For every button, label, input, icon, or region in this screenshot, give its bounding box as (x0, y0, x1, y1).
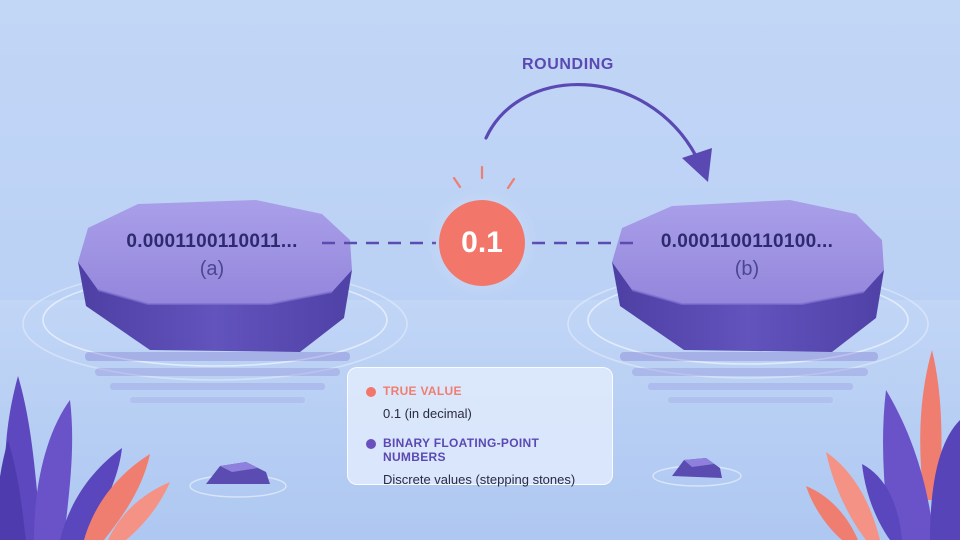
reflection-stone-b (620, 352, 878, 403)
plant-left (0, 376, 170, 540)
true-value-dot-icon (366, 387, 376, 397)
stone-a-label: (a) (199, 258, 225, 280)
rounding-arrow (484, 83, 712, 182)
legend-row-true-value: TRUE VALUE 0.1 (in decimal) (364, 384, 596, 421)
legend: TRUE VALUE 0.1 (in decimal) BINARY FLOAT… (347, 367, 613, 487)
sparkle-rays (452, 165, 516, 190)
reflection-stone-a (85, 352, 350, 403)
small-stone-right (652, 458, 742, 487)
stone-b-label: (b) (734, 258, 760, 280)
true-value-number: 0.1 (461, 226, 503, 259)
stone-a-value: 0.0001100110011... (126, 231, 298, 252)
legend-binary-description: Discrete values (stepping stones) (383, 472, 576, 487)
true-value-circle (439, 200, 525, 286)
binary-dot-icon (366, 439, 376, 449)
stone-a (78, 200, 352, 352)
legend-row-binary: BINARY FLOATING-POINT NUMBERS Discrete v… (364, 436, 596, 487)
small-stone-left (189, 462, 287, 498)
stone-b-value: 0.0001100110100... (660, 231, 834, 252)
legend-true-value-description: 0.1 (in decimal) (383, 406, 472, 421)
plant-right (806, 350, 960, 540)
legend-true-value-title: TRUE VALUE (383, 384, 462, 398)
legend-binary-title: BINARY FLOATING-POINT NUMBERS (383, 436, 540, 464)
rounding-label: ROUNDING (522, 56, 614, 73)
stone-b (612, 200, 884, 352)
